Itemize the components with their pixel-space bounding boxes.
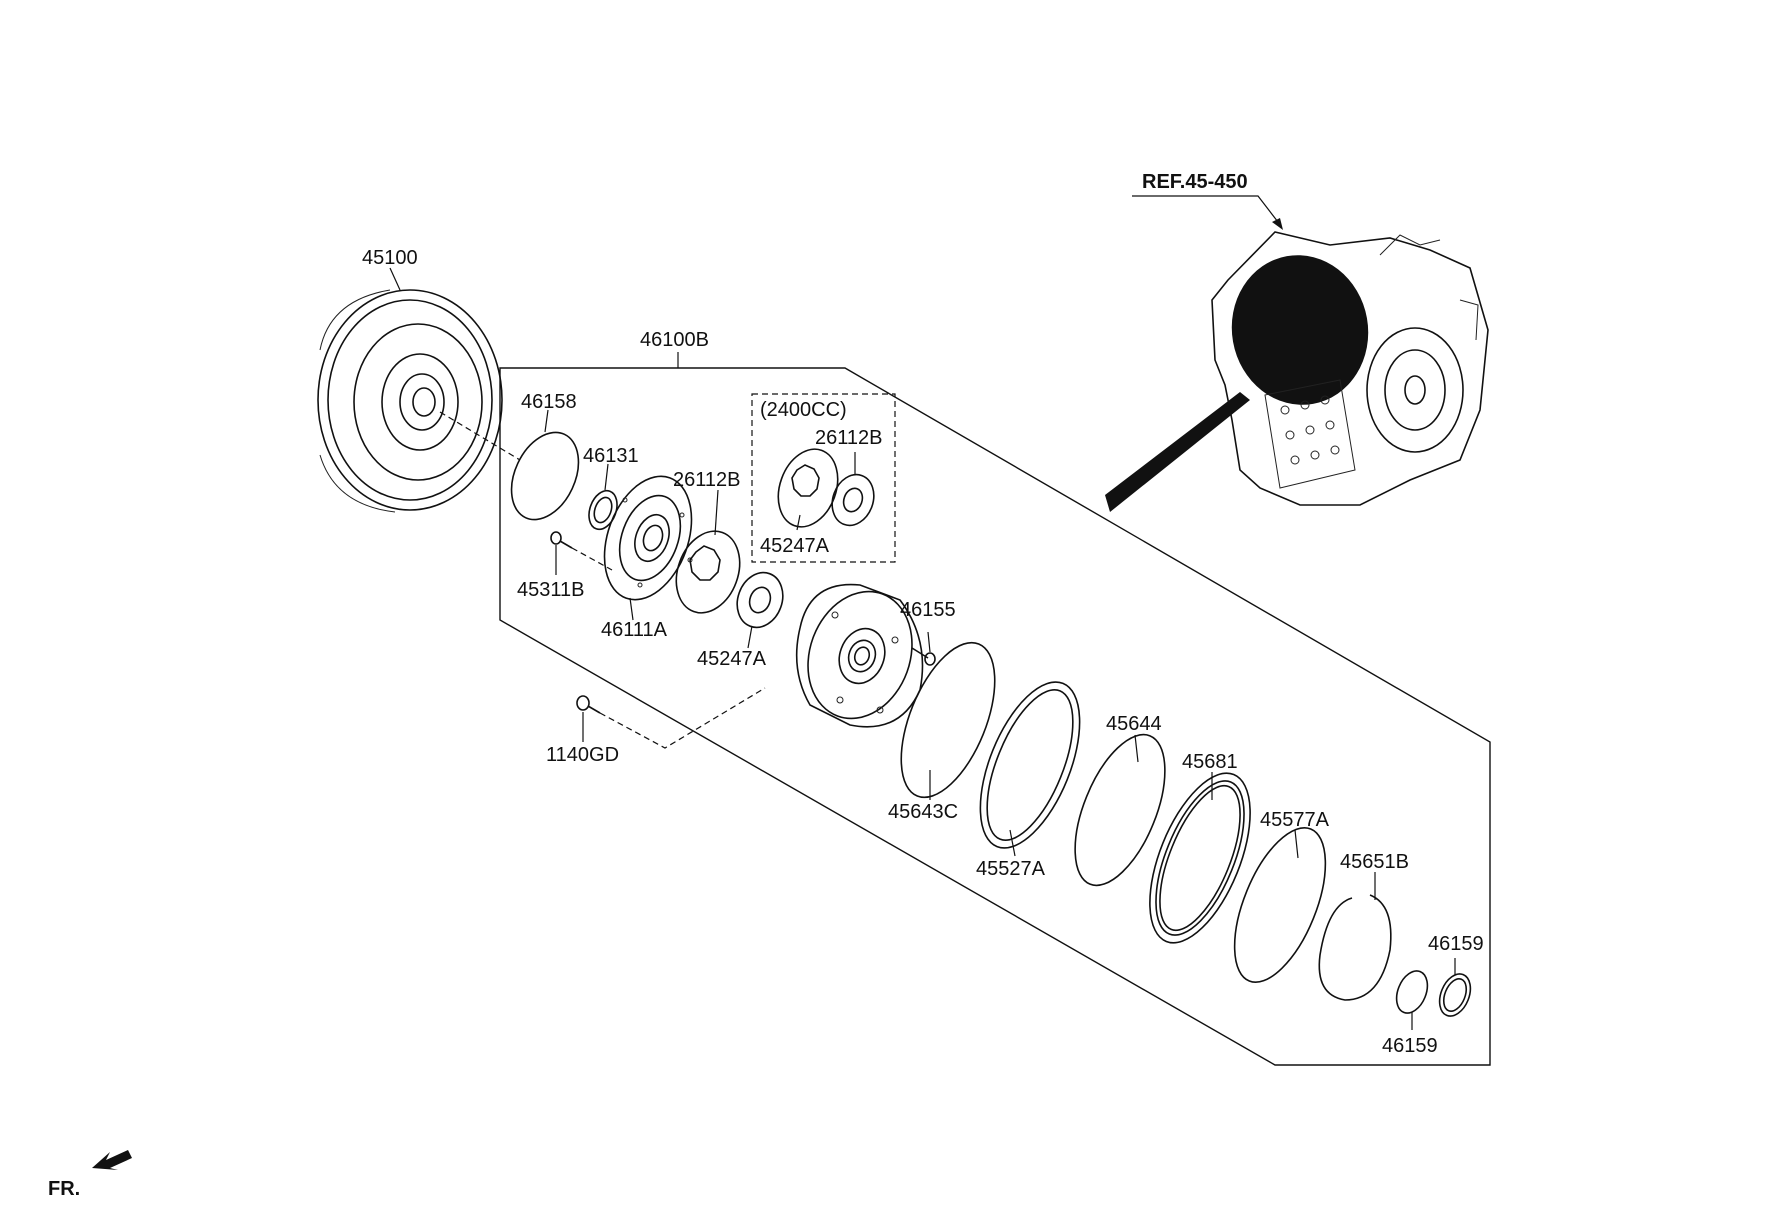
reference-highlight bbox=[1231, 255, 1369, 405]
part-label-45643C: 45643C bbox=[888, 801, 958, 823]
reference-transmission[interactable] bbox=[1211, 231, 1489, 506]
part-label-46159-a: 46159 bbox=[1382, 1035, 1438, 1057]
part-label-45100: 45100 bbox=[362, 247, 418, 269]
ring-45577A[interactable] bbox=[1216, 815, 1344, 994]
front-arrow-icon bbox=[92, 1150, 132, 1170]
leader-46155 bbox=[927, 631, 931, 653]
bolt-46155[interactable] bbox=[911, 647, 936, 666]
centerline-converter bbox=[439, 411, 521, 461]
part-label-1140GD: 1140GD bbox=[546, 744, 619, 766]
leader-45644 bbox=[1134, 734, 1139, 763]
leader-46111A bbox=[629, 597, 634, 621]
part-label-46159-b: 46159 bbox=[1428, 933, 1484, 955]
snap-ring-45651B[interactable] bbox=[1318, 894, 1392, 1001]
part-label-45681: 45681 bbox=[1182, 751, 1238, 773]
part-label-45577A: 45577A bbox=[1260, 809, 1330, 831]
torque-converter[interactable] bbox=[317, 289, 503, 513]
leader-45247A-b bbox=[747, 625, 753, 649]
ring-45644[interactable] bbox=[1057, 722, 1184, 897]
leader-45527A bbox=[1009, 829, 1016, 857]
piston-45681[interactable] bbox=[1129, 760, 1271, 957]
ring-46159-b[interactable] bbox=[1434, 969, 1476, 1020]
assembly-group-outline bbox=[499, 367, 1491, 1066]
pump-cover-46111A[interactable] bbox=[589, 464, 708, 612]
part-label-46155: 46155 bbox=[900, 599, 956, 621]
reference-arrowhead bbox=[1272, 218, 1283, 230]
inner-rotor-45247A[interactable] bbox=[730, 566, 790, 634]
leader-45247A-a bbox=[796, 514, 801, 531]
part-label-26112B-b: 26112B bbox=[815, 427, 882, 449]
part-label-46100B: 46100B bbox=[640, 329, 709, 351]
reference-label: REF.45-450 bbox=[1142, 171, 1248, 193]
bolt-1140GD[interactable] bbox=[576, 695, 601, 714]
reference-pointer bbox=[1105, 392, 1250, 512]
o-ring-46158[interactable] bbox=[498, 422, 591, 531]
leader-45100 bbox=[389, 267, 401, 291]
part-label-46111A: 46111A bbox=[601, 619, 668, 641]
variant-outer-rotor[interactable] bbox=[768, 441, 848, 535]
leader-46158 bbox=[544, 409, 549, 433]
centerline-1140GD bbox=[599, 687, 766, 749]
part-label-46131: 46131 bbox=[583, 445, 639, 467]
part-label-45247A-a: 45247A bbox=[760, 535, 830, 557]
part-label-45527A: 45527A bbox=[976, 858, 1046, 880]
part-label-45311B: 45311B bbox=[517, 579, 584, 601]
variant-box-label: (2400CC) bbox=[760, 399, 847, 421]
part-label-26112B-a: 26112B bbox=[673, 469, 740, 491]
part-label-45644: 45644 bbox=[1106, 713, 1162, 735]
leader-26112B-a bbox=[714, 489, 719, 536]
leader-45577A bbox=[1294, 829, 1299, 859]
band-45527A[interactable] bbox=[960, 668, 1100, 861]
outer-rotor-26112B[interactable] bbox=[665, 522, 750, 621]
seal-ring-45643C[interactable] bbox=[882, 630, 1014, 811]
bolt-45311B[interactable] bbox=[550, 531, 573, 549]
front-marker-label: FR. bbox=[48, 1178, 80, 1200]
part-label-45651B: 45651B bbox=[1340, 851, 1409, 873]
leader-46131 bbox=[604, 463, 609, 491]
ring-46159-a[interactable] bbox=[1391, 966, 1433, 1017]
part-label-45247A-b: 45247A bbox=[697, 648, 767, 670]
centerline-45311B bbox=[571, 547, 613, 571]
variant-inner-rotor[interactable] bbox=[825, 469, 880, 532]
variant-box bbox=[751, 393, 896, 563]
reference-leader bbox=[1132, 195, 1279, 223]
part-label-46158: 46158 bbox=[521, 391, 577, 413]
